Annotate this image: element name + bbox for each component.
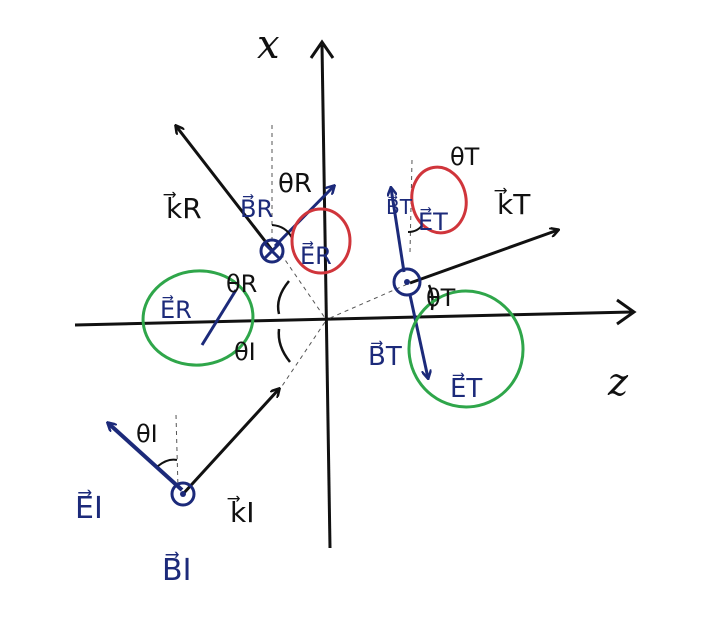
z-axis-line [74, 310, 633, 327]
k-reflected-arrow [176, 126, 274, 251]
e-incident-arrow [108, 423, 184, 492]
e-transmitted-arrow-top [391, 188, 406, 273]
green-highlight-et [407, 289, 525, 409]
theta-i-arc-origin [277, 328, 291, 363]
theta-t-arc-origin [427, 284, 434, 311]
k-incident-arrow [181, 389, 279, 496]
label-e-reflected-top: E⃗R [300, 241, 332, 270]
e-transmitted-arrow-down [408, 294, 428, 378]
label-e-transmitted: E⃗T [450, 372, 482, 404]
label-theta-t-top: θT [450, 143, 480, 171]
label-e-reflected-side: E⃗R [160, 295, 192, 324]
label-b-reflected: B⃗R [240, 194, 273, 223]
label-theta-r-top: θR [278, 169, 312, 199]
x-axis-label: x [257, 22, 280, 68]
label-k-incident: k⃗I [227, 495, 255, 529]
label-b-transmitted-top: B⃗T [386, 194, 413, 219]
label-theta-i-near-ei: θI [136, 420, 158, 448]
incident-extension-dashed [277, 321, 326, 393]
k-transmitted-arrow [409, 230, 558, 285]
label-theta-i-origin: θI [234, 338, 256, 366]
theta-i-arc-near-ei [157, 458, 178, 467]
e-reflected-arrow-side [200, 289, 238, 346]
label-theta-t-origin: θT [426, 284, 456, 312]
x-axis-arrowhead [309, 39, 335, 59]
green-highlight-er [141, 269, 255, 367]
label-b-transmitted: B⃗T [368, 340, 402, 372]
label-e-transmitted-top: E⃗T [418, 207, 448, 236]
b-incident-out-of-page-icon [170, 481, 196, 507]
label-k-transmitted: k⃗T [494, 187, 531, 221]
label-b-incident: B⃗I [162, 552, 191, 588]
b-transmitted-out-of-page-icon [392, 267, 422, 297]
label-k-reflected: k⃗R [163, 191, 202, 225]
label-theta-r-origin: θR [226, 270, 257, 298]
red-highlight-et [410, 165, 468, 235]
normal-incident-dashed [175, 414, 179, 489]
reflected-extension-dashed [280, 253, 326, 319]
red-highlight-er [290, 207, 352, 275]
label-e-incident: E⃗I [75, 490, 103, 526]
x-axis-line [320, 44, 332, 549]
transmitted-extension-dashed [329, 282, 411, 319]
theta-r-arc-origin [276, 280, 290, 315]
z-axis-arrowhead [616, 298, 637, 326]
z-axis-label: z [607, 360, 629, 404]
